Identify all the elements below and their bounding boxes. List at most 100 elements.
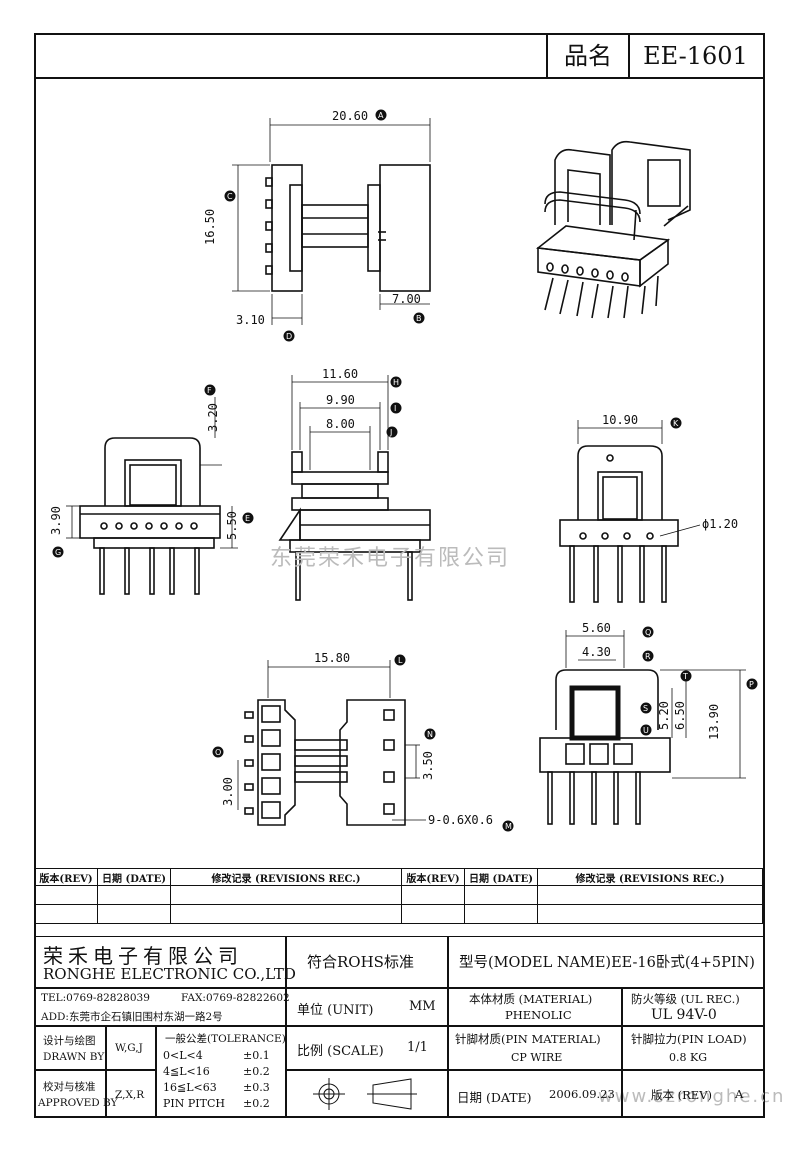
revision-row xyxy=(34,885,763,905)
approve-value: Z,X,R xyxy=(115,1089,145,1101)
scale-label: 比例 (SCALE) xyxy=(297,1044,384,1059)
unit-box: 单位 (UNIT) MM xyxy=(286,988,448,1026)
bottom-view-dims xyxy=(237,660,426,821)
rohs-label: 符合ROHS标准 xyxy=(307,953,414,971)
design-value-box: W,G,J xyxy=(106,1026,156,1070)
company-contact-box: TEL:0769-82828039 FAX:0769-82822602 ADD:… xyxy=(34,988,290,1026)
unit-value: MM xyxy=(409,999,436,1014)
tol-range: 16≦L<63 xyxy=(163,1081,217,1094)
ul-value: UL 94V-0 xyxy=(651,1007,717,1023)
svg-text:A: A xyxy=(378,111,384,120)
side-view-dims xyxy=(291,375,389,470)
svg-text:G: G xyxy=(55,548,61,557)
model-name: 型号(MODEL NAME)EE-16卧式(4+5PIN) xyxy=(459,955,755,971)
tol-value: ±0.1 xyxy=(243,1049,270,1062)
svg-text:P: P xyxy=(749,680,754,689)
svg-text:S: S xyxy=(643,704,648,713)
pin-load-box: 针脚拉力(PIN LOAD) 0.8 KG xyxy=(622,1026,765,1070)
marker-a: A xyxy=(375,109,387,121)
design-label-box: 设计与绘图 DRAWN BY xyxy=(34,1026,106,1070)
svg-text:R: R xyxy=(645,652,651,661)
dim-side-w1: 11.60 xyxy=(322,367,358,381)
marker-t: T xyxy=(680,670,692,682)
svg-text:O: O xyxy=(215,748,221,757)
product-label: 品名 xyxy=(546,35,630,77)
watermark-site: www.szronghe.cn xyxy=(598,1086,786,1107)
dim-end-h1: 5.20 xyxy=(657,701,671,730)
date-label: 日期 (DATE) xyxy=(457,1090,532,1105)
marker-s: S xyxy=(640,702,652,714)
product-value: EE-1601 xyxy=(643,42,748,70)
isometric-view xyxy=(535,140,691,319)
svg-text:N: N xyxy=(427,730,433,739)
dim-flange: 7.00 xyxy=(392,292,421,306)
company-tel: TEL:0769-82828039 xyxy=(41,992,150,1004)
end-view xyxy=(539,669,671,825)
company-name-en: RONGHE ELECTRONIC CO.,LTD xyxy=(43,965,296,983)
scale-value: 1/1 xyxy=(407,1040,428,1055)
dim-base-height: 3.90 xyxy=(49,506,63,535)
approve-label-box: 校对与核准 APPROVED BY xyxy=(34,1070,118,1118)
rev-label: 版本 (REV) xyxy=(651,1088,712,1102)
company-fax: FAX:0769-82822602 xyxy=(181,992,290,1004)
svg-text:B: B xyxy=(416,314,422,323)
svg-text:M: M xyxy=(505,822,512,831)
tol-value: ±0.3 xyxy=(243,1081,270,1094)
rev-col-2: 版本(REV) xyxy=(401,868,465,886)
approve-value-box: Z,X,R xyxy=(106,1070,156,1118)
marker-l: L xyxy=(394,654,406,666)
end-view-dims xyxy=(565,630,746,779)
material-label: 本体材质 (MATERIAL) xyxy=(469,992,593,1006)
dim-pin-spec: 9-0.6X0.6 xyxy=(428,813,493,827)
projection-box xyxy=(286,1070,448,1118)
marker-q: Q xyxy=(642,626,654,638)
svg-text:K: K xyxy=(673,419,679,428)
company-name-cn: 荣禾电子有限公司 xyxy=(43,944,243,968)
marker-e: E xyxy=(242,512,254,524)
marker-p: P xyxy=(746,678,758,690)
tol-value: ±0.2 xyxy=(243,1065,270,1078)
material-value: PHENOLIC xyxy=(505,1008,572,1022)
marker-k: K xyxy=(670,417,682,429)
tol-range: PIN PITCH xyxy=(163,1097,225,1110)
revision-table: 版本(REV) 日期 (DATE) 修改记录 (REVISIONS REC.) … xyxy=(34,868,763,924)
marker-j: J xyxy=(386,426,398,438)
marker-r: R xyxy=(642,650,654,662)
dim-end-w1: 5.60 xyxy=(582,621,611,635)
design-label-cn: 设计与绘图 xyxy=(43,1035,96,1047)
pin-material-box: 针脚材质(PIN MATERIAL) CP WIRE xyxy=(448,1026,622,1070)
svg-text:F: F xyxy=(207,386,212,395)
pin-load-label: 针脚拉力(PIN LOAD) xyxy=(631,1032,747,1046)
dim-pin-offset: 3.10 xyxy=(236,313,265,327)
rohs-box: 符合ROHS标准 xyxy=(286,936,448,988)
tolerance-title: 一般公差(TOLERANCE) xyxy=(165,1033,286,1045)
dim-end-h2: 6.50 xyxy=(673,701,687,730)
rev-box: 版本 (REV) A xyxy=(622,1070,765,1118)
dim-side-w2: 9.90 xyxy=(326,393,355,407)
svg-text:D: D xyxy=(286,332,292,341)
watermark-company: 东莞荣禾电子有限公司 xyxy=(270,546,511,571)
marker-f: F xyxy=(204,384,216,396)
side-view xyxy=(278,451,431,601)
tolerance-box: 一般公差(TOLERANCE) 0<L<4 ±0.1 4≦L<16 ±0.2 1… xyxy=(156,1026,286,1118)
dim-side-w3: 8.00 xyxy=(326,417,355,431)
dim-pitch1: 3.50 xyxy=(421,751,435,780)
revision-header: 版本(REV) 日期 (DATE) 修改记录 (REVISIONS REC.) … xyxy=(34,868,763,886)
marker-h: H xyxy=(390,376,402,388)
marker-o: O xyxy=(212,746,224,758)
bottom-view xyxy=(244,699,406,826)
date-col-2: 日期 (DATE) xyxy=(464,868,538,886)
rev-col: 版本(REV) xyxy=(34,868,98,886)
design-label-en: DRAWN BY xyxy=(43,1051,105,1063)
front-view-dims xyxy=(66,397,238,549)
marker-c: C xyxy=(224,190,236,202)
dim-top-height: 3.20 xyxy=(206,403,220,432)
marker-u: U xyxy=(640,724,652,736)
svg-text:H: H xyxy=(393,378,399,387)
pin-material-label: 针脚材质(PIN MATERIAL) xyxy=(455,1032,601,1046)
reference-markers: A B C D E F G H I J K L M N O P Q R S T … xyxy=(52,109,758,832)
pin-load-value: 0.8 KG xyxy=(669,1051,707,1064)
marker-m: M xyxy=(502,820,514,832)
dim-overall-width: 20.60 xyxy=(332,109,368,123)
unit-label: 单位 (UNIT) xyxy=(297,1003,374,1018)
